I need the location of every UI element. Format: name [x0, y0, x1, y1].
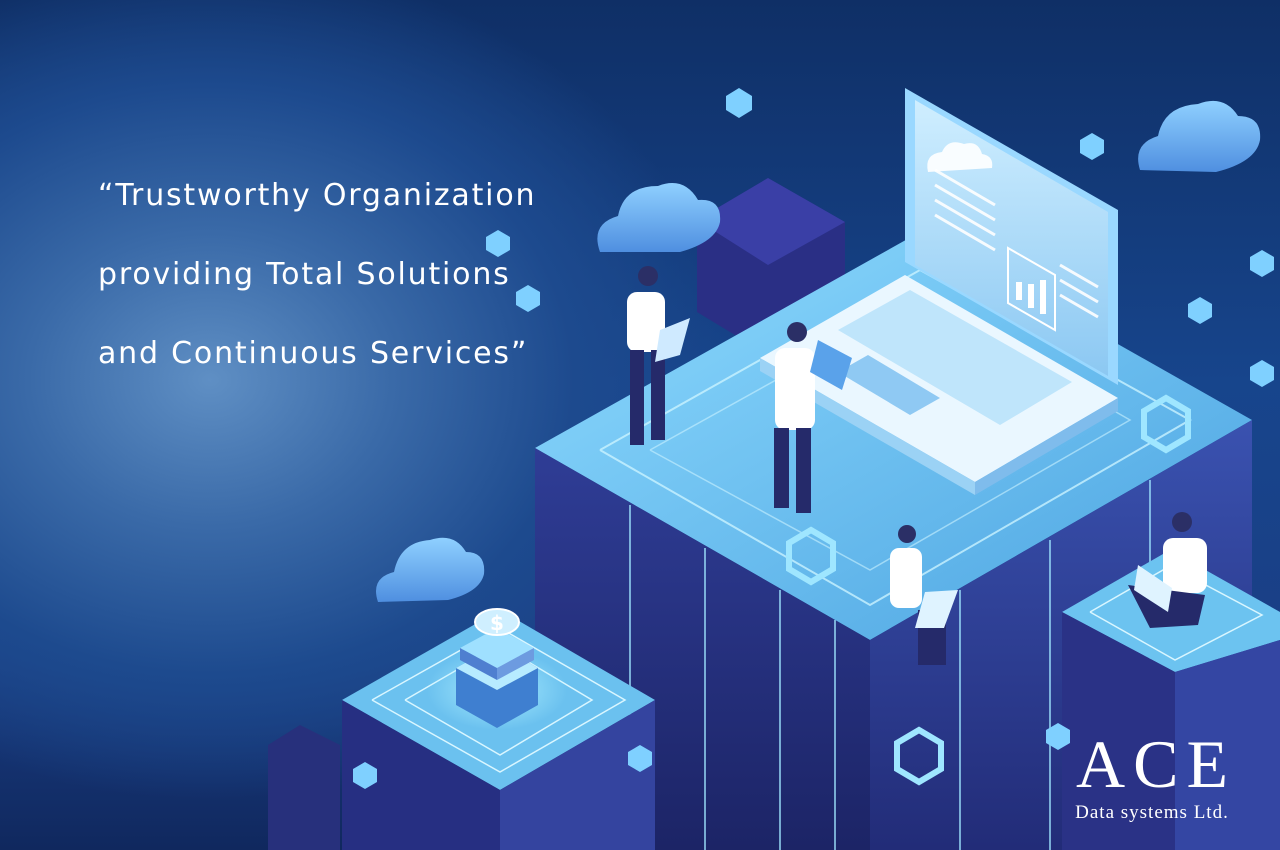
person-icon: [1128, 512, 1207, 628]
screen-cloud-icon: [927, 142, 993, 172]
server-stack-icon: [456, 608, 538, 728]
person-icon: [627, 266, 690, 445]
dollar-coin-icon: [474, 608, 520, 636]
bar-chart-icon: [1007, 246, 1056, 332]
laptop-small-icon: [1134, 565, 1172, 612]
headline: “Trustworthy Organization providing Tota…: [98, 172, 618, 409]
headline-line-1: “Trustworthy Organization: [98, 178, 537, 213]
tablet-icon: [810, 340, 852, 390]
logo-subtitle: Data systems Ltd.: [1075, 802, 1229, 823]
person-icon: [774, 322, 852, 513]
cube-icon: [353, 88, 1274, 789]
logo-name: ACE: [1076, 726, 1236, 802]
coin-symbol: $: [490, 611, 504, 635]
person-icon: [890, 525, 958, 665]
company-logo: ACE Data systems Ltd.: [1056, 730, 1256, 826]
lower-tower: [268, 725, 340, 850]
cube-icon: [786, 394, 1191, 786]
headline-line-3: and Continuous Services”: [98, 336, 529, 371]
cloud-icon: [376, 537, 485, 602]
cloud-icon: [597, 183, 721, 252]
cloud-icon: [1138, 100, 1261, 172]
tablet-icon: [655, 318, 690, 362]
laptop-small-icon: [915, 590, 958, 628]
headline-line-2: providing Total Solutions: [98, 257, 511, 292]
laptop-icon: [760, 88, 1118, 495]
